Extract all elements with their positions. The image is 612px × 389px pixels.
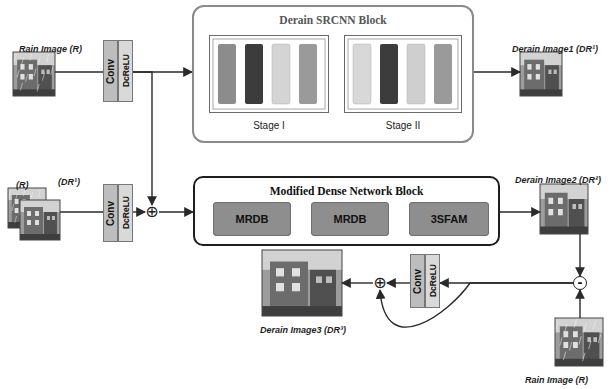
stage-box: Stage I: [209, 35, 329, 113]
rain-photo: [13, 52, 55, 96]
stage-label: Stage II: [386, 120, 420, 131]
subtract-junction: -: [573, 276, 587, 290]
process-label: MRDB: [236, 213, 269, 225]
connector: [133, 72, 152, 205]
connector: [342, 282, 373, 283]
inner-frame: [213, 39, 325, 109]
layer-bar: [218, 44, 236, 104]
process-box: MRDB: [213, 202, 291, 236]
image-caption: (DR¹): [58, 177, 80, 187]
stage-label-holder: Stage II: [345, 115, 461, 133]
layer-label: DcReLU: [121, 196, 131, 229]
image-caption: Derain Image3 (DR³): [260, 325, 346, 335]
layer-label: Conv: [105, 201, 116, 226]
image-caption-holder: Derain Image1 (DR¹): [512, 38, 598, 56]
derain-photo: [540, 184, 588, 234]
connector: [579, 290, 580, 318]
inner-frame: [348, 39, 458, 109]
image-caption: (R): [16, 180, 29, 190]
process-label: 3SFAM: [431, 213, 468, 225]
sum-junction: ⊕: [373, 276, 387, 290]
conv-block: Conv DcReLU: [103, 40, 133, 102]
image-caption-holder: Rain Image (R): [19, 38, 82, 56]
image-node: (R)(DR¹): [8, 188, 60, 240]
connector: [60, 211, 103, 212]
process-box: 3SFAM: [409, 202, 489, 236]
layer-bar: [380, 44, 398, 104]
conv-slab: Conv: [103, 184, 118, 242]
layer-bar: [245, 44, 263, 104]
layer-label: Conv: [105, 59, 116, 84]
connector: [55, 71, 103, 72]
conv-slab: Conv: [103, 40, 118, 102]
conv-block: Conv DcReLU: [103, 184, 133, 242]
layer-bar: [407, 44, 425, 104]
stage-bars: [213, 39, 458, 109]
minus-symbol: -: [578, 277, 583, 289]
photo-frame: [13, 52, 55, 96]
photo-frame: [520, 52, 562, 96]
image-node: Derain Image1 (DR¹): [520, 52, 562, 96]
module-block: Derain SRCNN BlockStage IStage II: [192, 5, 474, 143]
module-block: Modified Dense Network BlockMRDB MRDB 3SFA…: [193, 176, 500, 246]
layer-label: DcReLU: [121, 54, 131, 87]
layer-label: DcReLU: [428, 264, 438, 297]
image-caption: Derain Image1 (DR¹): [512, 44, 598, 54]
image-caption: Rain Image (R): [19, 44, 82, 54]
image-node: Derain Image2 (DR²): [540, 184, 588, 234]
layer-bar: [299, 44, 317, 104]
photo-frame: [540, 184, 588, 234]
connector: [579, 234, 580, 276]
connector: [380, 283, 573, 327]
photo-frame: [20, 200, 60, 240]
sum-symbol: ⊕: [145, 204, 158, 220]
image-caption-holder: (R): [16, 174, 29, 192]
conv-slab: DcReLU: [118, 40, 133, 102]
image-caption-holder: Derain Image2 (DR²): [515, 169, 601, 187]
process-box: MRDB: [311, 202, 389, 236]
image-caption-holder: Rain Image (R): [525, 369, 588, 387]
stage-box: Stage II: [344, 35, 462, 113]
layer-bar: [434, 44, 452, 104]
image-node: Rain Image (R): [13, 52, 55, 96]
derain-photo: [262, 250, 342, 316]
rain-photo: [555, 318, 603, 366]
image-node: Derain Image3 (DR³): [262, 250, 342, 316]
sum-junction: ⊕: [145, 205, 159, 219]
connector: [159, 211, 193, 212]
image-caption: Rain Image (R): [525, 375, 588, 385]
derain-photo: [520, 52, 562, 96]
conv-slab: Conv: [410, 254, 425, 308]
conv-block: Conv DcReLU: [410, 254, 440, 308]
block-title: Modified Dense Network Block: [270, 185, 424, 197]
sum-symbol: ⊕: [373, 275, 386, 291]
derain-photo: [20, 200, 60, 240]
connector: [500, 211, 540, 212]
stage-label-holder: Stage I: [210, 115, 328, 133]
block-title: Derain SRCNN Block: [279, 14, 386, 26]
conv-slab: DcReLU: [118, 184, 133, 242]
image-caption-holder: (DR¹): [58, 171, 80, 189]
connector: [474, 71, 520, 72]
layer-bar: [353, 44, 371, 104]
connector: [387, 282, 410, 283]
process-label: MRDB: [334, 213, 367, 225]
photo-frame: [262, 250, 342, 316]
conv-slab: DcReLU: [425, 254, 440, 308]
image-caption-holder: Derain Image3 (DR³): [260, 319, 346, 337]
photo-frame: [555, 318, 603, 366]
block-title-holder: Modified Dense Network Block: [195, 181, 498, 199]
image-node: Rain Image (R): [555, 318, 603, 366]
connector: [133, 211, 145, 212]
block-title-holder: Derain SRCNN Block: [194, 10, 472, 28]
layer-bar: [272, 44, 290, 104]
image-caption: Derain Image2 (DR²): [515, 175, 601, 185]
stage-label: Stage I: [253, 120, 285, 131]
layer-label: Conv: [412, 269, 423, 294]
